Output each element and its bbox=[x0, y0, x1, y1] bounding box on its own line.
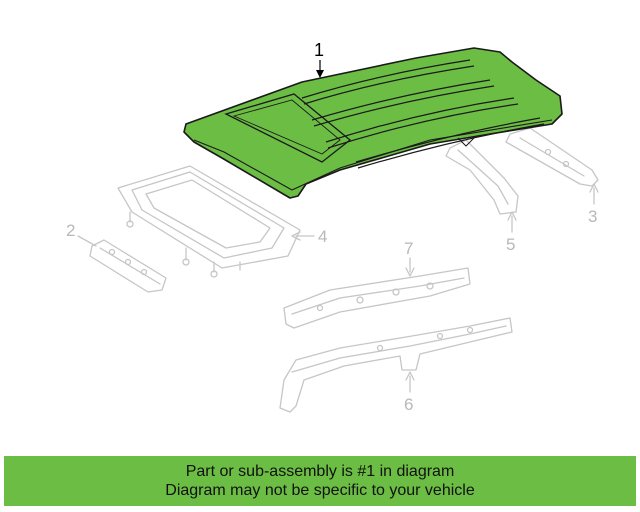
callout-2[interactable]: 2 bbox=[66, 221, 75, 240]
rear-rail-part[interactable] bbox=[505, 127, 599, 187]
callout-1[interactable]: 1 bbox=[314, 40, 324, 60]
callout-5[interactable]: 5 bbox=[506, 235, 515, 254]
info-banner: Part or sub-assembly is #1 in diagram Di… bbox=[4, 456, 636, 506]
callout-4[interactable]: 4 bbox=[318, 227, 327, 246]
roof-panel-part[interactable] bbox=[183, 47, 563, 199]
side-rail-part[interactable] bbox=[279, 317, 513, 413]
leader-arrow-2 bbox=[77, 235, 97, 247]
leader-arrow-4 bbox=[291, 231, 315, 241]
leader-arrow-7 bbox=[405, 257, 415, 277]
callout-6[interactable]: 6 bbox=[404, 395, 413, 414]
leader-arrow-5 bbox=[507, 211, 517, 233]
leader-arrow-1 bbox=[316, 60, 324, 78]
banner-line-1: Part or sub-assembly is #1 in diagram bbox=[185, 463, 455, 480]
roof-bow-part[interactable] bbox=[283, 267, 471, 329]
roof-rail-part[interactable] bbox=[445, 139, 519, 215]
callout-3[interactable]: 3 bbox=[588, 207, 597, 226]
bracket-part[interactable] bbox=[89, 239, 167, 293]
sunroof-frame-part[interactable] bbox=[117, 165, 301, 278]
callout-7[interactable]: 7 bbox=[404, 239, 413, 258]
banner-line-2: Diagram may not be specific to your vehi… bbox=[165, 482, 475, 499]
leader-arrow-6 bbox=[405, 371, 415, 393]
leader-arrow-3 bbox=[589, 183, 599, 205]
